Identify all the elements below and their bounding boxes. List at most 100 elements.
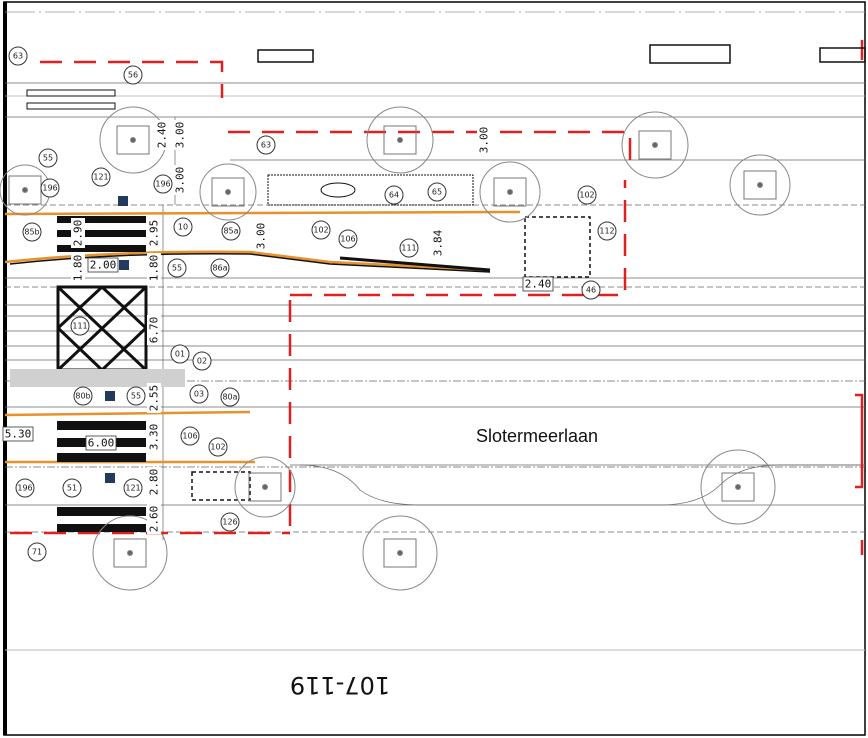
callout-196: 196 (15, 478, 35, 498)
dimension-value: 6.70 (148, 317, 161, 344)
dimension-label: 3.00 (173, 165, 187, 195)
callout-80a: 80a (220, 387, 240, 407)
tree (199, 163, 257, 221)
callout-85a: 85a (221, 221, 241, 241)
callout-label: 121 (93, 173, 108, 182)
dimension-label: 3.30 (147, 422, 161, 452)
dimension-value: 1.80 (148, 255, 161, 282)
tree (366, 106, 434, 174)
dimension-label: 6.00 (85, 435, 117, 451)
curb-ramp (339, 256, 491, 272)
callout-label: 121 (125, 484, 140, 493)
callout-label: 71 (32, 548, 42, 557)
callout-55: 55 (38, 148, 58, 168)
callout-71: 71 (27, 542, 47, 562)
callout-label: 106 (182, 432, 197, 441)
callout-label: 01 (175, 350, 185, 359)
road-lines (5, 82, 865, 540)
callout-63: 63 (8, 46, 28, 66)
dimension-label: 1.80 (71, 253, 85, 283)
parking-block (191, 44, 866, 501)
callout-label: 196 (17, 484, 32, 493)
callout-label: 106 (340, 235, 355, 244)
tree (729, 154, 791, 216)
dimension-label: 2.00 (87, 257, 119, 273)
callout-102: 102 (311, 220, 331, 240)
curb-edge (9, 252, 491, 273)
callout-label: 85b (24, 228, 39, 237)
callout-46: 46 (581, 280, 601, 300)
tree (621, 111, 689, 179)
callout-196: 196 (40, 178, 60, 198)
callout-label: 02 (197, 357, 207, 366)
dimension-label: 2.55 (147, 383, 161, 413)
dimension-label: 3.00 (254, 221, 268, 251)
callout-196: 196 (153, 174, 173, 194)
callout-label: 102 (579, 191, 594, 200)
callout-64: 64 (384, 185, 404, 205)
dimension-value: 3.00 (174, 122, 187, 149)
drawing-number-label: 107-119 (290, 671, 390, 699)
callout-51: 51 (62, 478, 82, 498)
callout-label: 55 (172, 264, 182, 273)
dimension-label: 2.40 (522, 276, 554, 292)
dimension-label: 1.80 (147, 253, 161, 283)
tree (479, 161, 541, 223)
callout-106: 106 (180, 426, 200, 446)
dimension-label: 2.60 (147, 504, 161, 534)
callout-55: 55 (167, 258, 187, 278)
bicycle-rack (26, 89, 474, 206)
callout-label: 55 (131, 392, 141, 401)
callout-label: 102 (313, 226, 328, 235)
dimension-value: 1.80 (72, 255, 85, 282)
callout-111: 111 (399, 238, 419, 258)
callout-03: 03 (189, 384, 209, 404)
callout-label: 55 (43, 154, 53, 163)
dimension-value: 2.95 (148, 220, 161, 247)
dimension-value: 2.40 (525, 278, 552, 291)
callout-86a: 86a (210, 258, 230, 278)
callout-label: 64 (389, 191, 399, 200)
dimension-value: 6.00 (88, 437, 115, 450)
dimension-label: 3.84 (431, 228, 445, 258)
callout-01: 01 (170, 344, 190, 364)
callout-label: 111 (401, 244, 416, 253)
callout-label: 111 (72, 322, 87, 331)
callout-label: 56 (128, 71, 138, 80)
callout-80b: 80b (73, 386, 93, 406)
callout-label: 03 (194, 390, 204, 399)
signal-box (105, 196, 129, 483)
dimension-value: 2.90 (72, 220, 85, 247)
dimension-label: 2.95 (147, 218, 161, 248)
dimension-value: 3.00 (255, 223, 268, 250)
callout-85b: 85b (22, 222, 42, 242)
callout-label: 196 (42, 184, 57, 193)
callout-121: 121 (123, 478, 143, 498)
callout-label: 80b (75, 392, 90, 401)
trees (0, 106, 791, 591)
dimension-value: 2.55 (148, 385, 161, 412)
dimension-value: 3.00 (174, 167, 187, 194)
dimension-value: 3.00 (478, 127, 491, 154)
callout-56: 56 (123, 65, 143, 85)
dimension-value: 3.84 (432, 229, 445, 256)
callout-label: 112 (599, 227, 614, 236)
callout-106: 106 (338, 229, 358, 249)
callout-label: 51 (67, 484, 77, 493)
dimension-value: 3.30 (148, 424, 161, 451)
callout-label: 63 (13, 52, 23, 61)
callout-label: 80a (222, 393, 237, 402)
callout-102: 102 (577, 185, 597, 205)
dimension-label: 5.30 (2, 426, 34, 442)
dimension-value: 2.60 (148, 506, 161, 533)
tree (700, 449, 776, 525)
dimension-label: 6.70 (147, 315, 161, 345)
callout-65: 65 (427, 182, 447, 202)
callout-55: 55 (126, 386, 146, 406)
callout-label: 46 (586, 286, 596, 295)
callout-label: 10 (178, 223, 188, 232)
callout-label: 86a (212, 264, 227, 273)
dimension-value: 2.80 (148, 469, 161, 496)
tree (234, 456, 296, 518)
